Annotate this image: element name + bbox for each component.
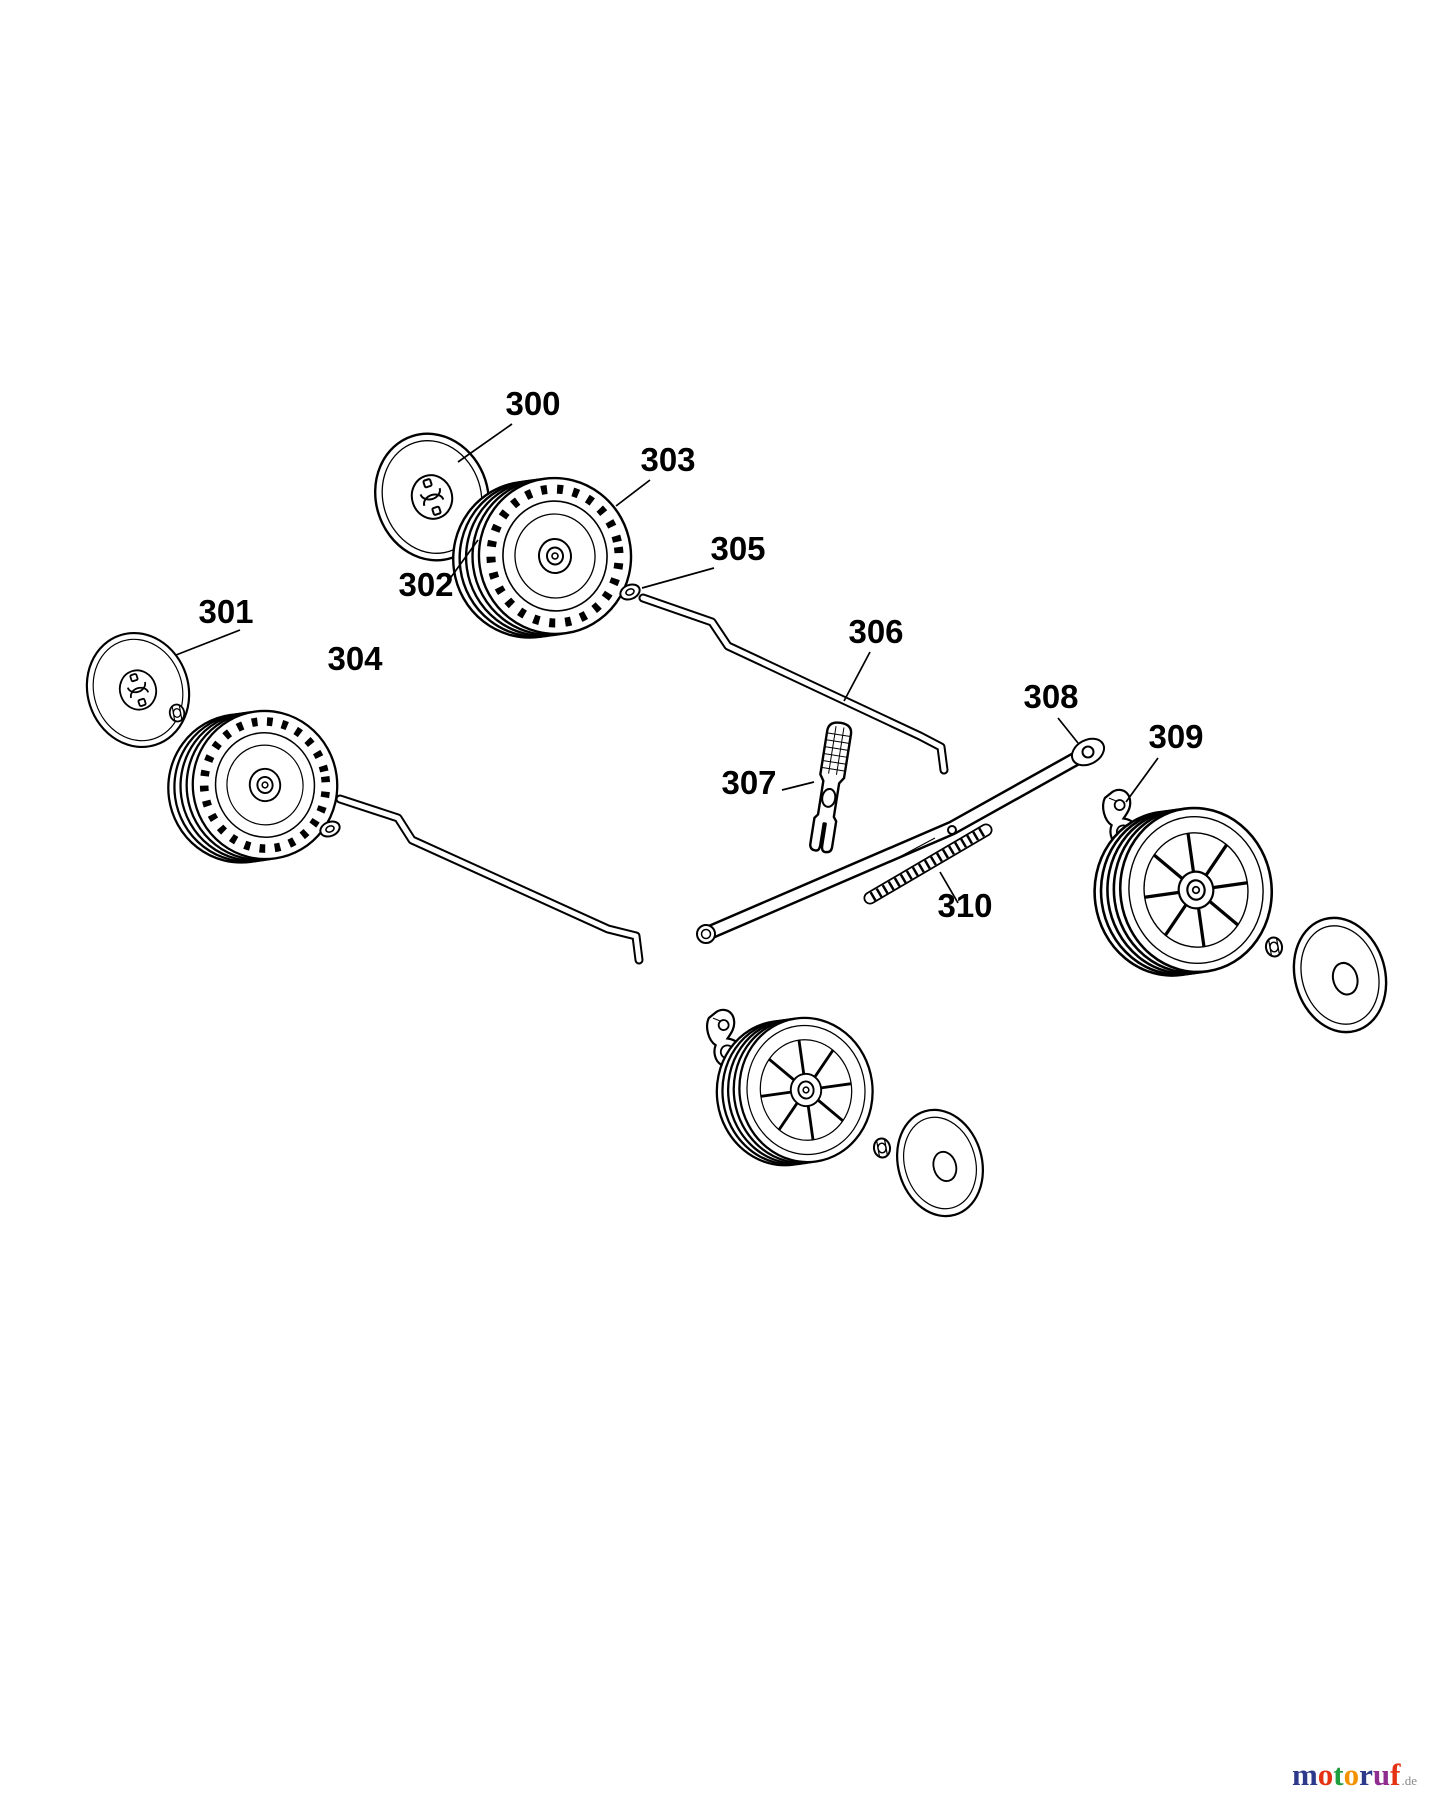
- hub-cap-rear-right: [1279, 905, 1401, 1045]
- logo-letter-o1: o: [1317, 1757, 1334, 1792]
- part-label-301: 301: [198, 593, 253, 630]
- part-label-305: 305: [710, 530, 765, 567]
- leader-300: [457, 423, 513, 463]
- leader-307: [781, 781, 815, 791]
- part-label-302: 302: [398, 566, 453, 603]
- wheel-assembly-bottom: [706, 1007, 997, 1228]
- wheel-rear-left: [706, 1007, 884, 1176]
- part-labels: 300 303 305 302 301 304 306 308 309 307 …: [198, 385, 1203, 924]
- leader-309: [1125, 757, 1159, 803]
- motoruf-logo[interactable]: motoruf.de: [1292, 1759, 1417, 1790]
- axle-306: [638, 593, 949, 775]
- leader-lines: [175, 423, 1159, 904]
- height-lever-307: [807, 719, 854, 855]
- leader-305: [641, 567, 715, 589]
- part-label-304: 304: [327, 640, 383, 677]
- leader-302: [445, 539, 479, 585]
- leader-306: [843, 651, 871, 702]
- part-label-310: 310: [937, 887, 992, 924]
- hub-cap-rear-left: [883, 1098, 997, 1228]
- wheel-304: [159, 702, 347, 872]
- logo-letter-t: t: [1333, 1757, 1344, 1792]
- logo-letter-m: m: [1291, 1757, 1318, 1792]
- logo-letter-o2: o: [1343, 1757, 1360, 1792]
- wheel-assembly-left: [71, 618, 644, 965]
- adjuster-arm-308: [696, 737, 1106, 944]
- logo-suffix: .de: [1401, 1773, 1417, 1788]
- part-label-308: 308: [1023, 678, 1078, 715]
- nut-rear-left: [871, 1136, 893, 1160]
- part-label-300: 300: [505, 385, 560, 422]
- leader-310: [939, 871, 959, 904]
- part-label-309: 309: [1148, 718, 1203, 755]
- part-label-303: 303: [640, 441, 695, 478]
- part-label-306: 306: [848, 613, 903, 650]
- leader-303: [615, 479, 651, 507]
- wheel-assembly-upper: [357, 417, 949, 775]
- wheel-assembly-right: [1082, 796, 1401, 1045]
- leader-301: [175, 629, 241, 656]
- logo-letter-u: u: [1372, 1757, 1391, 1792]
- spring-310: [863, 823, 993, 905]
- nut-rear-right: [1263, 935, 1285, 959]
- leader-308: [1057, 717, 1079, 744]
- part-label-307: 307: [721, 764, 776, 801]
- hub-cap-301: [71, 618, 205, 762]
- axle-lower: [335, 794, 644, 965]
- logo-letter-f: f: [1390, 1757, 1401, 1792]
- logo-letter-r: r: [1359, 1757, 1373, 1792]
